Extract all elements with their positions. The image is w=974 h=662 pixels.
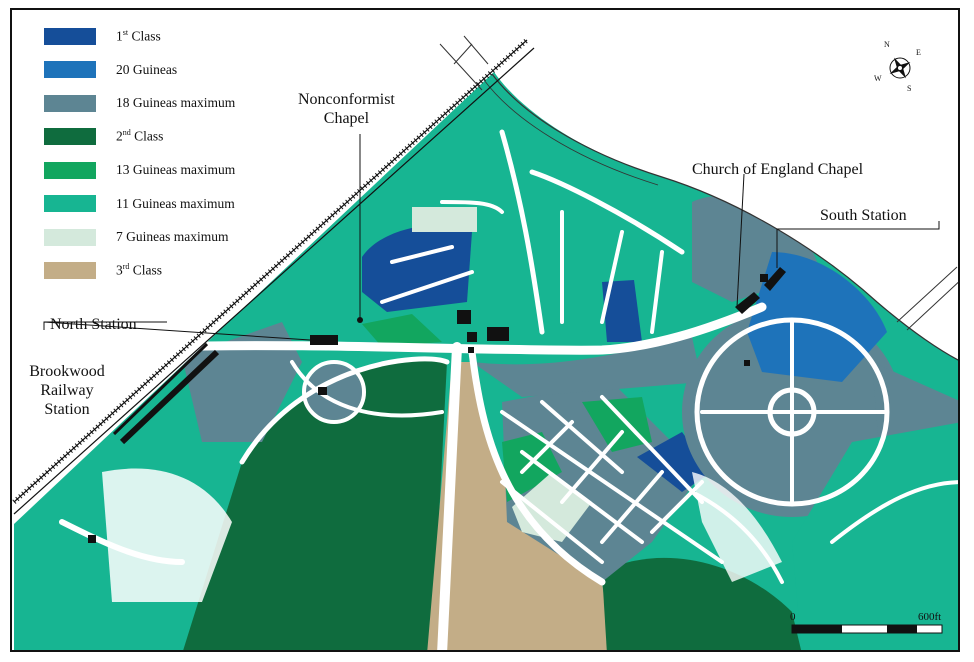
cemetery-map[interactable]	[12, 10, 960, 652]
legend-item: 7 Guineas maximum	[44, 227, 228, 247]
western-paths-area	[102, 468, 232, 602]
legend-swatch	[44, 94, 96, 112]
leader-lines	[43, 134, 940, 341]
legend-label: 7 Guineas maximum	[116, 229, 229, 244]
thirteen-guineas-north	[362, 314, 442, 347]
map-frame: 1st Class 20 Guineas 18 Guineas maximum 2nd…	[10, 8, 960, 652]
eleven-guineas-south-east	[792, 422, 958, 650]
north-station-label: North Station	[50, 316, 137, 333]
compass-north: N	[884, 40, 890, 49]
legend-swatch	[44, 61, 96, 78]
eighteen-guineas-centre-band	[472, 337, 702, 397]
second-class-south-block	[182, 358, 447, 650]
first-class-centre-block	[602, 280, 642, 342]
south-east-paths-area	[692, 472, 782, 582]
north-road	[439, 35, 489, 91]
legend-swatch	[44, 161, 96, 179]
thirteen-guineas-patch-2	[582, 397, 652, 452]
perimeter-road	[491, 73, 958, 361]
south-station-label: South Station	[820, 207, 907, 224]
legend-item: 3rd Class	[44, 261, 162, 281]
legend-label: 3rd Class	[116, 262, 163, 278]
legend-item: 11 Guineas maximum	[44, 194, 235, 214]
church-of-england-chapel-label: Church of England Chapel	[692, 161, 864, 178]
legend-swatch	[44, 27, 96, 45]
legend-item: 20 Guineas	[44, 60, 177, 80]
compass-east: E	[916, 48, 921, 57]
scale-end-label: 600ft	[918, 611, 942, 623]
nonconformist-chapel-label: Nonconformist Chapel	[298, 91, 395, 127]
scale-bar	[791, 624, 943, 634]
south-east-road	[896, 266, 958, 331]
twenty-guineas-block	[747, 252, 887, 382]
seven-guineas-patch-north	[412, 207, 477, 232]
legend-swatch	[44, 262, 96, 279]
legend-label: 18 Guineas maximum	[116, 95, 236, 110]
compass-rose	[889, 57, 911, 79]
legend-item: 18 Guineas maximum	[44, 93, 235, 113]
legend-label: 2nd Class	[116, 128, 164, 144]
legend-label: 1st Class	[116, 27, 161, 44]
brookwood-railway-station-label: Brookwood Railway Station	[29, 363, 105, 418]
perimeter-road-inner	[483, 79, 659, 186]
compass-west: W	[874, 74, 882, 83]
railway-line	[12, 38, 535, 515]
legend-swatch	[44, 128, 96, 145]
compass-south: S	[907, 84, 912, 93]
legend-label: 11 Guineas maximum	[116, 195, 235, 211]
legend-swatch	[44, 195, 96, 212]
legend-label: 20 Guineas	[116, 61, 178, 77]
legend-item: 13 Guineas maximum	[44, 160, 235, 180]
eighteen-guineas-west	[182, 322, 302, 442]
legend-label: 13 Guineas maximum	[116, 162, 236, 177]
second-class-east-block	[602, 557, 802, 650]
scale-start-label: 0	[790, 611, 796, 623]
buildings	[88, 267, 786, 543]
legend-item: 2nd Class	[44, 127, 163, 147]
legend-item: 1st Class	[44, 26, 161, 46]
legend-swatch	[44, 228, 96, 246]
